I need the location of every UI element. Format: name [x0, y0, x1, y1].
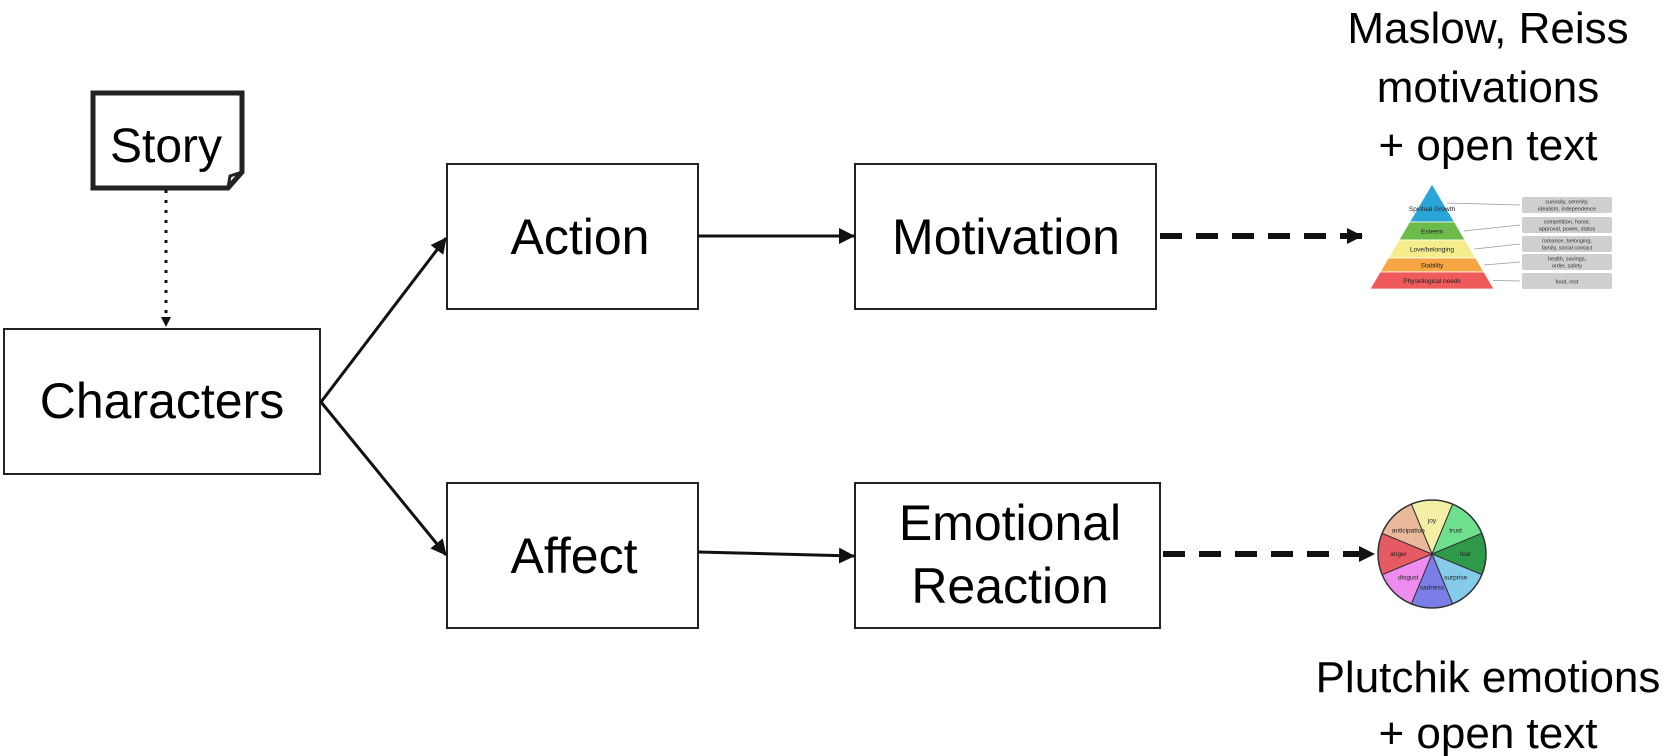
pyramid-note-connector	[1483, 261, 1521, 266]
wheel-slice-label: surprise	[1444, 575, 1468, 582]
motivation-node: Motivation	[854, 163, 1157, 310]
maslow-caption-line-1: Maslow, Reiss	[1347, 4, 1628, 53]
emotional-label: Emotional	[899, 495, 1121, 551]
pyramid-note-box	[1522, 254, 1612, 270]
maslow-caption-line-3: + open text	[1379, 121, 1598, 170]
pyramid-note-connector	[1447, 202, 1521, 206]
motivation-label: Motivation	[892, 209, 1120, 265]
plutchik-caption-line-1: Plutchik emotions	[1316, 653, 1661, 702]
pyramid-note-box	[1522, 236, 1612, 252]
maslow-pyramid: Spiritual GrowthEsteemLove/belongingStab…	[1369, 183, 1612, 290]
pyramid-level-label: Physiological needs	[1403, 278, 1461, 285]
pyramid-note-text: family, social contact	[1542, 246, 1593, 252]
reaction-label: Reaction	[911, 558, 1108, 614]
pyramid-level-label: Esteem	[1421, 229, 1443, 236]
story-node: Story	[90, 90, 245, 191]
pyramid-level-label: Love/belonging	[1410, 247, 1454, 254]
pyramid-level-label: Spiritual Growth	[1409, 206, 1456, 213]
pyramid-note-connector	[1463, 224, 1521, 232]
pyramid-note-connector	[1492, 280, 1521, 282]
pyramid-note-box	[1522, 197, 1612, 213]
pyramid-note-connector	[1474, 243, 1521, 250]
characters-label: Characters	[40, 373, 285, 429]
wheel-slice-label: trust	[1449, 527, 1462, 534]
wheel-outline	[1377, 499, 1487, 609]
pyramid-note-text: order, safety	[1552, 264, 1583, 270]
pyramid-note-box	[1522, 217, 1612, 233]
pyramid-note-text: health, savings,	[1548, 257, 1587, 263]
story-label: Story	[110, 120, 222, 173]
pyramid-note-text: romance, belonging,	[1542, 239, 1592, 245]
pyramid-level-label: Stability	[1421, 263, 1445, 270]
affect-node: Affect	[446, 482, 699, 629]
plutchik-caption-line-2: + open text	[1379, 709, 1598, 756]
wheel-slice-label: fear	[1460, 551, 1472, 558]
wheel-slice-label: disgust	[1398, 575, 1419, 582]
characters-to-action-arrow	[319, 237, 448, 403]
affect-to-emotional-arrow	[697, 547, 855, 564]
affect-label: Affect	[511, 528, 638, 584]
characters-to-affect-arrow	[319, 401, 448, 556]
characters-node: Characters	[3, 328, 321, 475]
maslow-caption: Maslow, Reiss motivations + open text	[1347, 4, 1628, 170]
emotional-reaction-node: Emotional Reaction	[854, 482, 1161, 629]
pyramid-note-text: food, rest	[1556, 280, 1579, 286]
pyramid-note-text: competition, honor,	[1544, 220, 1591, 226]
maslow-caption-line-2: motivations	[1377, 63, 1600, 112]
wheel-slice-label: sadness	[1420, 584, 1445, 591]
pyramid-note-text: idealism, independence	[1538, 207, 1596, 213]
pyramid-level	[1369, 271, 1495, 290]
action-label: Action	[511, 209, 650, 265]
action-node: Action	[446, 163, 699, 310]
wheel-slice-label: anger	[1390, 551, 1407, 558]
wheel-slice-label: joy	[1427, 518, 1437, 525]
plutchik-caption: Plutchik emotions + open text	[1316, 653, 1661, 756]
wheel-slice-label: anticipation	[1392, 527, 1425, 534]
pyramid-note-text: curiosity, serenity,	[1545, 200, 1589, 206]
pyramid-note-box	[1522, 273, 1612, 289]
pyramid-note-text: approval, power, status	[1539, 227, 1596, 233]
